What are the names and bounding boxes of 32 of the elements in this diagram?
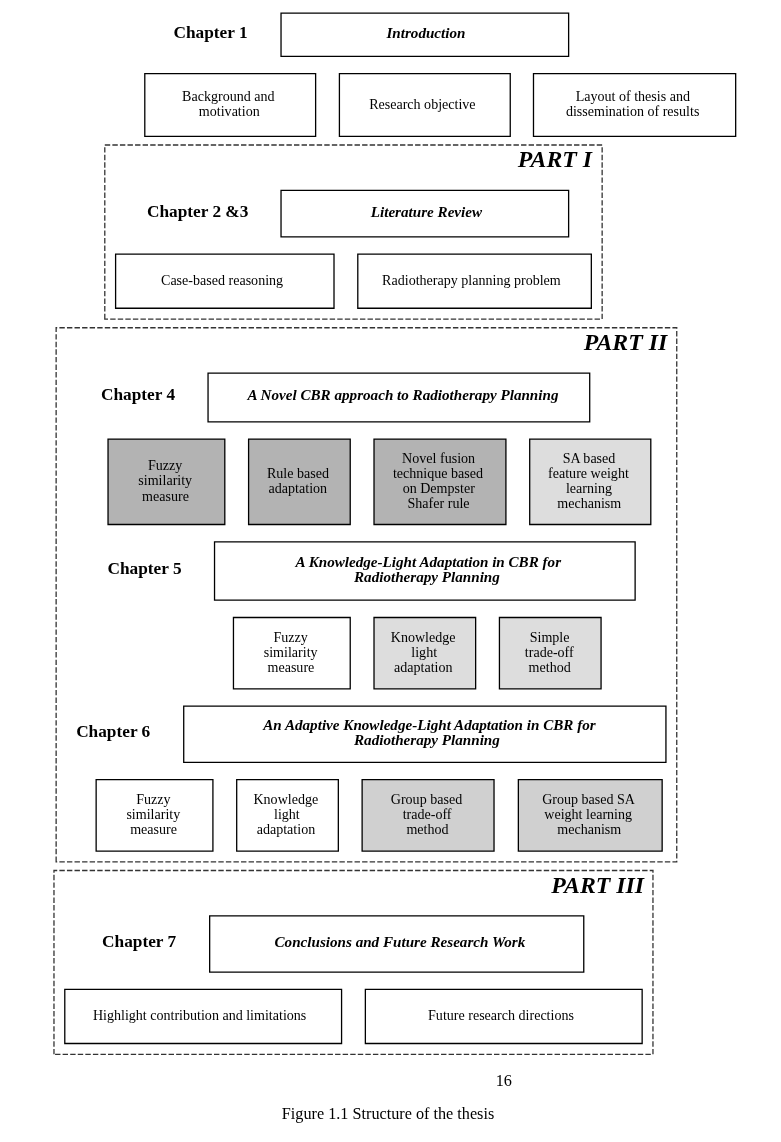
node-box: Simple trade-off method xyxy=(498,616,602,690)
node-box: Layout of thesis and dissemination of results xyxy=(532,73,737,137)
node-box: Fuzzy similarity measure xyxy=(232,616,351,690)
node-box: Fuzzy similarity measure xyxy=(107,438,226,526)
node-box: Research objective xyxy=(338,73,511,137)
node-box: An Adaptive Knowledge-Light Adaptation in CBR for Radiotherapy Planning xyxy=(183,705,667,763)
node-label: Chapter 6 xyxy=(76,722,151,742)
node-box: Background and motivation xyxy=(144,73,317,137)
node-box: A Novel CBR approach to Radiotherapy Planning xyxy=(207,372,591,423)
node-box: Group based SA weight learning mechanism xyxy=(517,779,663,852)
node-box: Novel fusion technique based on Dempster Shafer rule xyxy=(373,438,507,526)
node-label: Chapter 4 xyxy=(101,385,176,405)
node-box: Future research directions xyxy=(364,988,643,1045)
node-box: Group based trade-off method xyxy=(361,779,495,852)
node-box: Highlight contribution and limitations xyxy=(64,988,343,1045)
node-label: Chapter 2 &3 xyxy=(146,201,249,221)
node-box: Conclusions and Future Research Work xyxy=(209,915,585,973)
node-label: Chapter 1 xyxy=(173,22,248,42)
node-box: Knowledge light adaptation xyxy=(373,616,477,690)
node-box: A Knowledge-Light Adaptation in CBR for Radiotherapy Planning xyxy=(213,541,636,601)
label: 16 xyxy=(495,1072,512,1091)
node-box: Case-based reasoning xyxy=(114,253,335,309)
node-box: Knowledge light adaptation xyxy=(236,779,339,852)
node-label: Chapter 5 xyxy=(107,559,182,579)
node-box: Radiotherapy planning problem xyxy=(357,253,592,309)
node-label: Chapter 7 xyxy=(102,932,177,952)
node-box: Literature Review xyxy=(280,189,570,238)
node-box: Rule based adaptation xyxy=(247,438,351,526)
node-box: SA based feature weight learning mechanism xyxy=(529,438,652,526)
node-box: Fuzzy similarity measure xyxy=(95,779,214,852)
caption: Figure 1.1 Structure of the thesis xyxy=(281,1105,495,1124)
node-box: Introduction xyxy=(280,12,570,57)
